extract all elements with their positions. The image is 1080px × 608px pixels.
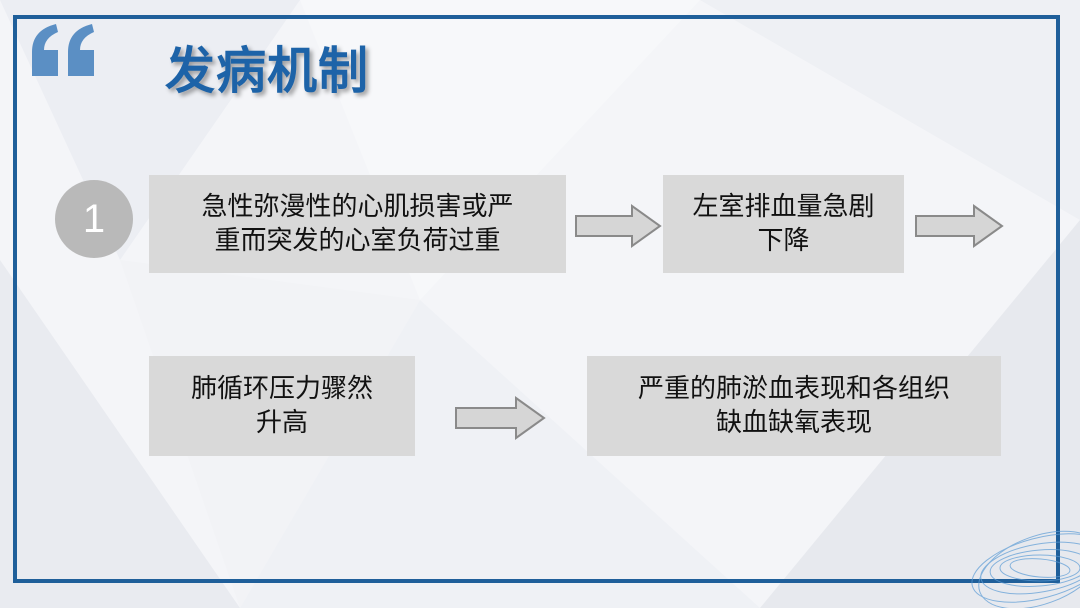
flow-box-congestion-hypoxia: 严重的肺淤血表现和各组织 缺血缺氧表现 (587, 356, 1001, 456)
right-arrow-icon (454, 396, 546, 440)
step-number-badge: 1 (55, 180, 133, 258)
right-arrow-icon (574, 204, 662, 248)
page-title: 发病机制 (165, 46, 369, 96)
flow-box-line: 左室排血量急剧 (692, 190, 874, 224)
flow-box-line: 升高 (191, 406, 373, 440)
flow-box-line: 缺血缺氧表现 (638, 406, 950, 440)
right-arrow-icon (914, 204, 1004, 248)
flow-box-myocardial-damage: 急性弥漫性的心肌损害或严 重而突发的心室负荷过重 (149, 175, 566, 273)
flow-box-line: 肺循环压力骤然 (191, 372, 373, 406)
flow-box-lv-output-drop: 左室排血量急剧 下降 (663, 175, 904, 273)
flow-box-pulmonary-pressure: 肺循环压力骤然 升高 (149, 356, 415, 456)
decorative-swirl (960, 508, 1080, 608)
slide-frame (13, 15, 1060, 583)
flow-box-line: 严重的肺淤血表现和各组织 (638, 372, 950, 406)
quote-icon (28, 22, 100, 78)
flow-box-line: 急性弥漫性的心肌损害或严 (201, 190, 513, 224)
flow-box-line: 下降 (692, 224, 874, 258)
flow-box-line: 重而突发的心室负荷过重 (201, 224, 513, 258)
